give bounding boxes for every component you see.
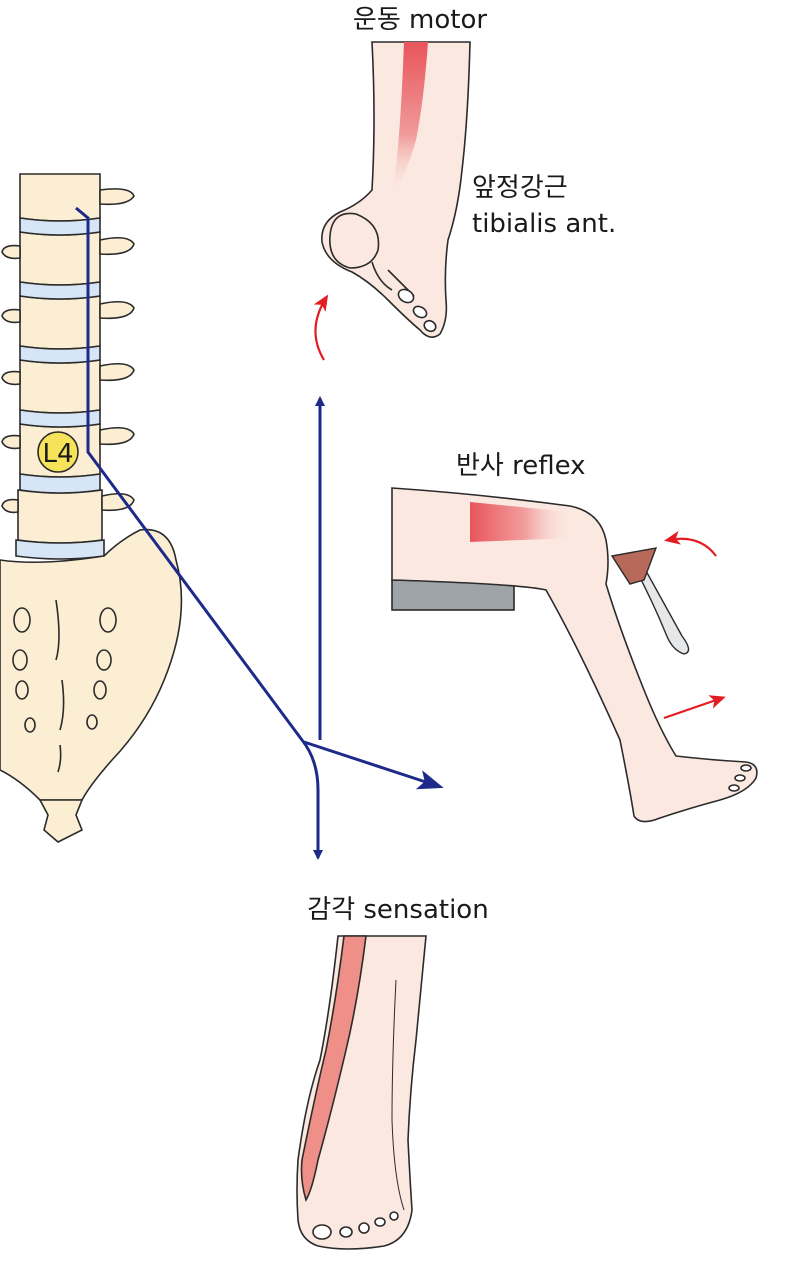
l4-nerve-pathway — [75, 206, 444, 860]
transverse-processes — [1, 188, 135, 514]
sensation-label: 감각 sensation — [307, 895, 488, 925]
dorsiflexion-arrow — [313, 294, 329, 361]
motor-foot — [321, 41, 471, 338]
reflex-hammer-icon — [610, 547, 690, 655]
l4-marker: L4 — [37, 431, 79, 473]
reflex-label: 반사 reflex — [456, 451, 586, 481]
vertebra-t12 — [19, 173, 101, 222]
quadriceps-muscle — [470, 502, 572, 542]
motor-foot-toenails — [397, 288, 437, 333]
reflex-leg — [391, 487, 758, 823]
l4-label: L4 — [42, 439, 73, 469]
sacral-foramina — [12, 599, 117, 773]
coccyx — [38, 799, 84, 843]
vertebra-l5 — [17, 489, 103, 544]
lumbar-spine — [0, 173, 183, 843]
muscle-english-label: tibialis ant. — [472, 209, 616, 239]
l4-dermatome — [300, 935, 367, 1202]
motor-label: 운동 motor — [353, 5, 487, 35]
sensation-foot-toenails — [312, 1211, 399, 1240]
leg-kick-arrow — [663, 695, 726, 720]
tibialis-anterior-muscle — [392, 42, 428, 196]
muscle-korean-label: 앞정강근 — [472, 173, 568, 203]
sensation-leg-illustration — [296, 935, 427, 1250]
sacrum — [0, 528, 183, 801]
reflex-leg-illustration — [391, 487, 758, 823]
motor-foot-illustration — [321, 41, 471, 338]
reflex-branch-arrow — [303, 740, 444, 790]
reflex-foot-toes — [728, 764, 752, 792]
nerve-root-line — [75, 206, 323, 860]
sensation-leg — [296, 935, 427, 1250]
intervertebral-discs — [15, 217, 105, 560]
hammer-swing-arrow — [664, 530, 717, 557]
